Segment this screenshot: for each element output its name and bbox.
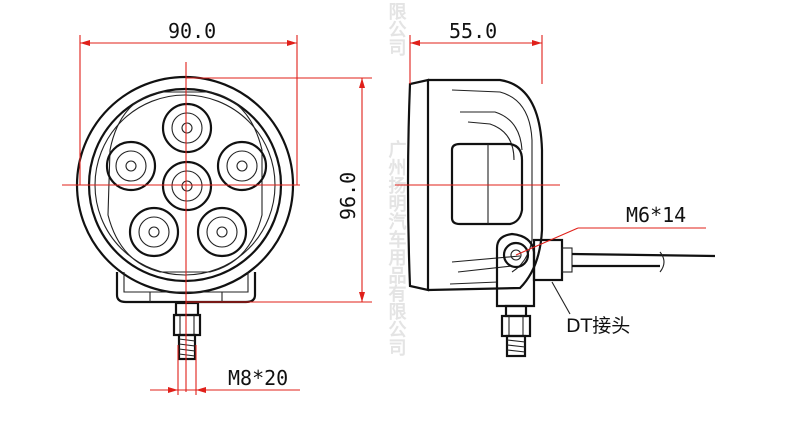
front-dimensions: 90.0 96.0 M8*20 bbox=[62, 19, 372, 395]
led-bottom-right bbox=[196, 206, 248, 258]
connector-label: DT接头 bbox=[566, 315, 630, 337]
front-view bbox=[75, 75, 295, 361]
led-top bbox=[161, 102, 213, 154]
watermark-left: 限公司 bbox=[386, 2, 407, 56]
lens-frame bbox=[107, 91, 263, 273]
watermark-right: 广州扬明汽车用品有限公司 bbox=[386, 139, 408, 356]
dim-side-bolt-label: M6*14 bbox=[626, 203, 686, 227]
led-bottom-left bbox=[128, 206, 180, 258]
watermark: 限公司 广州扬明汽车用品有限公司 bbox=[386, 2, 408, 356]
led-right bbox=[216, 140, 268, 192]
side-view bbox=[406, 78, 716, 358]
dim-height-label: 96.0 bbox=[336, 172, 360, 220]
side-lens bbox=[406, 78, 430, 292]
side-cutout bbox=[450, 142, 524, 226]
side-bolt bbox=[500, 304, 532, 358]
side-body bbox=[427, 78, 544, 292]
led-left bbox=[105, 140, 157, 192]
side-pivot-outer bbox=[502, 241, 530, 269]
dim-width-label: 90.0 bbox=[168, 19, 216, 43]
connector-body bbox=[532, 238, 564, 282]
side-pivot-inner bbox=[510, 249, 522, 261]
dim-bottom-bolt-label: M8*20 bbox=[228, 366, 288, 390]
front-bolt bbox=[172, 301, 202, 361]
dim-depth-label: 55.0 bbox=[449, 19, 497, 43]
side-dimensions: 55.0 M6*14 DT接头 bbox=[395, 19, 706, 337]
led-center bbox=[161, 160, 213, 212]
